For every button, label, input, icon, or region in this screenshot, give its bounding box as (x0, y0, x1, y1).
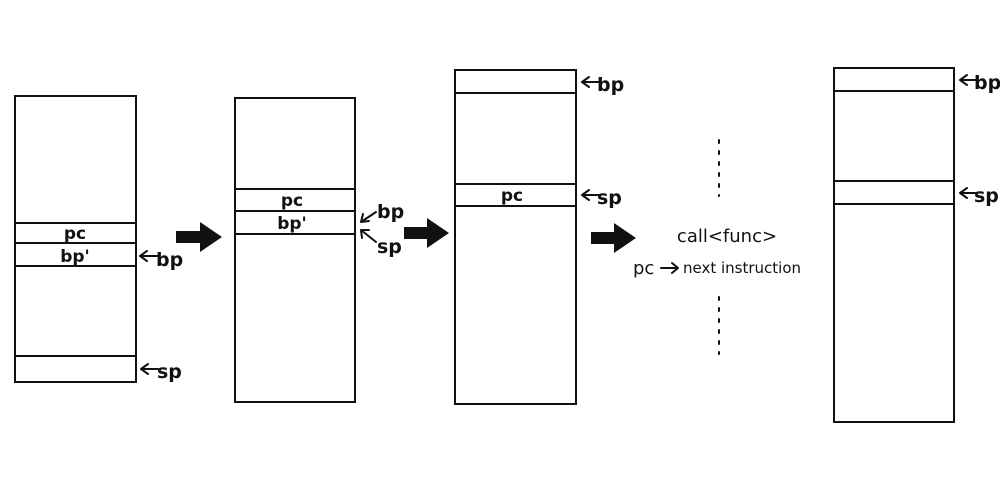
stack-4: bp sp (833, 67, 1000, 423)
stack-1: pc bp' bp sp (14, 95, 183, 383)
stack-1-cell-saved-bp: bp' (60, 247, 90, 267)
stack-4-sp-label: sp (974, 185, 999, 207)
stack-2-outline (234, 97, 356, 403)
stack-3-bp-label: bp (597, 74, 624, 96)
call-note: call<func> pc next instruction (633, 139, 801, 355)
stack-2: pc bp' bp sp (234, 97, 404, 403)
transition-arrow-1 (176, 222, 222, 252)
stack-3-outline (454, 69, 577, 405)
stack-2-sp-pointer: sp (360, 229, 402, 258)
stack-1-bp-label: bp (156, 249, 183, 271)
stack-1-bp-pointer: bp (139, 249, 183, 271)
stack-3: pc bp sp (454, 69, 624, 405)
pc-text: pc (633, 258, 654, 279)
call-func-text: call<func> (677, 226, 777, 247)
stack-4-outline (833, 67, 955, 423)
stack-4-bp-label: bp (974, 72, 1000, 94)
stack-1-sp-label: sp (157, 361, 182, 383)
stack-2-bp-pointer: bp (360, 201, 404, 223)
stack-2-cell-pc: pc (281, 191, 303, 211)
stack-1-outline (14, 95, 137, 383)
stack-4-sp-pointer: sp (959, 185, 999, 207)
stack-2-cell-saved-bp: bp' (277, 214, 307, 234)
stack-2-bp-label: bp (377, 201, 404, 223)
stack-1-cell-pc: pc (64, 224, 86, 244)
stack-3-sp-pointer: sp (581, 187, 622, 209)
pc-next-instruction: pc next instruction (633, 258, 801, 279)
transition-arrow-3 (591, 223, 636, 253)
stack-4-bp-pointer: bp (959, 72, 1000, 94)
transition-arrow-2 (404, 218, 449, 248)
right-arrow-icon (660, 262, 679, 274)
stack-3-sp-label: sp (597, 187, 622, 209)
stack-3-bp-pointer: bp (581, 74, 624, 96)
next-instruction-text: next instruction (683, 259, 801, 277)
stack-1-sp-pointer: sp (140, 361, 182, 383)
stack-2-sp-label: sp (377, 236, 402, 258)
stack-3-cell-pc: pc (501, 186, 523, 206)
